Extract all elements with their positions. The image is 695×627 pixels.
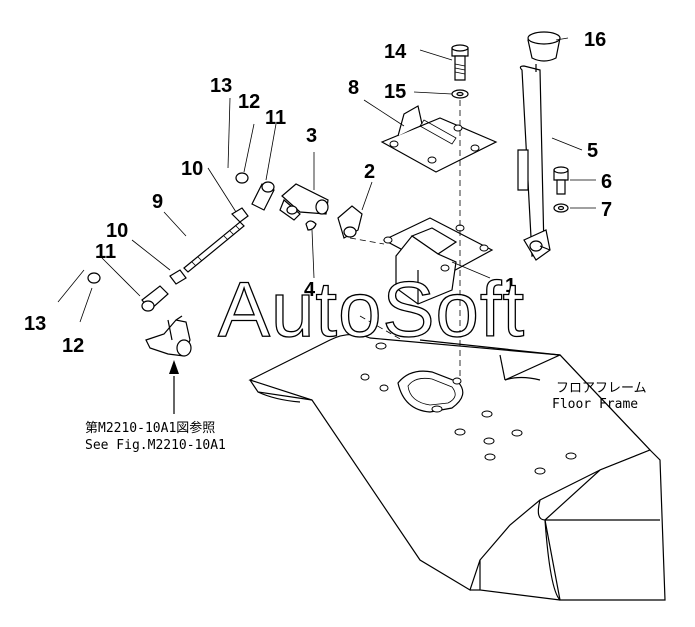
callout-8: 8 xyxy=(348,77,359,99)
floor-hole xyxy=(375,342,387,350)
nut-12-upper xyxy=(235,172,249,184)
washer-15 xyxy=(451,89,469,99)
callout-7: 7 xyxy=(601,199,612,221)
plate-8 xyxy=(380,105,498,173)
bolt-14 xyxy=(451,44,469,81)
rod-9 xyxy=(183,221,245,273)
callout-15: 15 xyxy=(384,81,406,103)
floor-frame xyxy=(248,333,666,601)
floor-hole xyxy=(484,453,496,461)
callout-10-lower: 10 xyxy=(106,220,128,242)
callout-12-lower: 12 xyxy=(62,335,84,357)
knob-16 xyxy=(527,31,561,62)
floor-hole xyxy=(431,405,443,413)
callout-16: 16 xyxy=(584,29,606,51)
floor-hole xyxy=(511,429,523,437)
callout-5: 5 xyxy=(587,140,598,162)
see-fig-note-en: See Fig.M2210-10A1 xyxy=(85,438,226,453)
callout-11-upper: 11 xyxy=(265,107,286,129)
callout-10-upper: 10 xyxy=(181,158,203,180)
callout-4: 4 xyxy=(304,279,316,301)
callout-14: 14 xyxy=(384,41,407,63)
leader-lines xyxy=(57,37,596,414)
floor-hole xyxy=(565,452,577,460)
floor-hole xyxy=(534,467,546,475)
watermark: AutoSoft xyxy=(218,265,525,353)
rod-end-11-lower xyxy=(141,285,169,312)
callout-13-lower: 13 xyxy=(24,313,46,335)
bolt-6 xyxy=(553,166,569,195)
floor-hole xyxy=(454,428,466,436)
callout-3: 3 xyxy=(306,125,317,147)
nut-10-lower xyxy=(169,269,187,285)
floor-frame-label-en: Floor Frame xyxy=(552,397,638,412)
callout-6: 6 xyxy=(601,171,612,193)
callout-12-upper: 12 xyxy=(238,91,260,113)
see-fig-note-jp: 第M2210-10A1図参照 xyxy=(85,420,215,436)
lower-linkage xyxy=(145,315,192,357)
floor-hole xyxy=(452,377,462,385)
lever-5 xyxy=(517,64,551,261)
rod-end-11-upper xyxy=(251,181,275,211)
nut-12-lower xyxy=(87,272,101,284)
floor-hole xyxy=(379,384,389,392)
floor-frame-label-jp: フロアフレーム xyxy=(556,381,647,396)
washer-7 xyxy=(553,203,569,213)
bellcrank-3 xyxy=(279,183,329,221)
callout-labels: 1 2 3 4 5 6 7 8 9 10 10 11 11 12 12 13 1… xyxy=(24,29,612,357)
callout-13-upper: 13 xyxy=(210,75,232,97)
callout-9: 9 xyxy=(152,191,163,213)
bracket-1 xyxy=(382,217,494,305)
callout-1: 1 xyxy=(505,275,516,297)
nut-10-upper xyxy=(231,207,249,223)
floor-hole xyxy=(360,373,370,381)
floor-hole xyxy=(481,410,493,418)
floor-hole xyxy=(483,437,495,445)
bushing-2 xyxy=(337,205,363,239)
callout-2: 2 xyxy=(364,161,375,183)
pin-4 xyxy=(305,220,317,231)
callout-11-lower: 11 xyxy=(95,241,116,263)
